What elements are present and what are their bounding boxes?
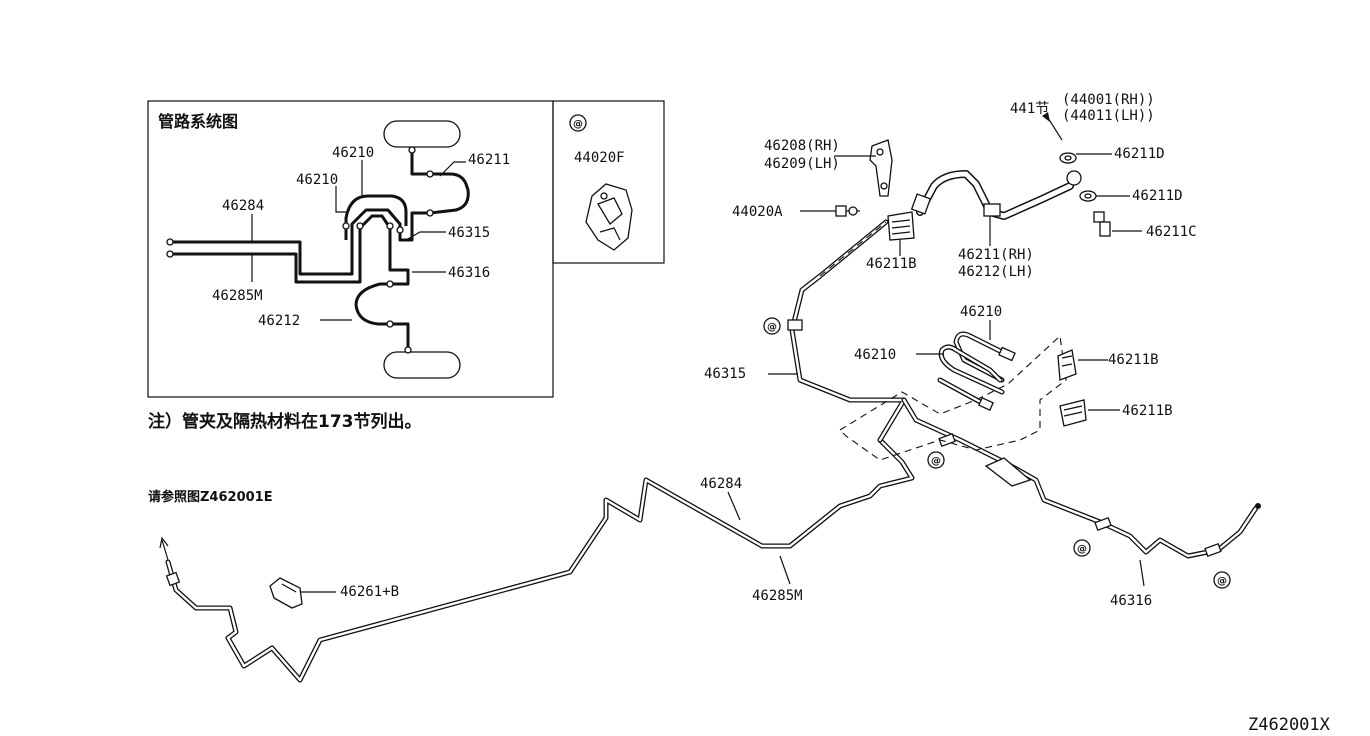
- tube-46210-lower: [937, 344, 1005, 411]
- inset-label-46316: 46316: [448, 265, 490, 281]
- bolt-44020a-icon: [835, 205, 860, 217]
- label-46210-a: 46210: [960, 304, 1002, 320]
- inset-label-46210-b: 46210: [296, 172, 338, 188]
- svg-text:@: @: [767, 322, 777, 333]
- assembly-hint-dashed: [839, 334, 1067, 461]
- label-46211d-2: 46211D: [1132, 188, 1183, 204]
- label-46285m: 46285M: [752, 588, 803, 604]
- label-46210-b: 46210: [854, 347, 896, 363]
- bracket-44020f-icon: [585, 183, 633, 251]
- label-46316: 46316: [1110, 593, 1152, 609]
- main-tube-46316: [901, 397, 1261, 559]
- tube-clip: [787, 319, 803, 331]
- inset-tube-rear: [170, 214, 410, 350]
- bracket-inset: @ 44020F: [552, 100, 665, 264]
- inset-label-46285m: 46285M: [212, 288, 263, 304]
- label-44001: (44001(RH)): [1062, 92, 1155, 108]
- inset-label-46211: 46211: [468, 152, 510, 168]
- svg-text:@: @: [931, 456, 941, 467]
- flexible-hose-46211: [910, 170, 1082, 220]
- bracket-label-44020f: 44020F: [574, 150, 625, 166]
- main-tube-46315: [787, 219, 907, 443]
- inset-tube-bridge: [344, 194, 408, 240]
- label-46211b-r2: 46211B: [1122, 403, 1173, 419]
- refer-text: 请参照图Z462001E: [148, 489, 273, 505]
- note-text: 注）管夹及隔热材料在173节列出。: [148, 411, 422, 432]
- label-44020a: 44020A: [732, 204, 783, 220]
- arrow-441-icon: [1042, 112, 1063, 141]
- inset-label-46315: 46315: [448, 225, 490, 241]
- label-46212-lh: 46212(LH): [958, 264, 1034, 280]
- label-44011: (44011(LH)): [1062, 108, 1155, 124]
- label-46211c: 46211C: [1146, 224, 1197, 240]
- label-46211b-top: 46211B: [866, 256, 917, 272]
- inset-label-46210-a: 46210: [332, 145, 374, 161]
- figure-code: Z462001X: [1248, 715, 1331, 735]
- label-46211d-1: 46211D: [1114, 146, 1165, 162]
- bolt-46211c-icon: [1093, 211, 1111, 237]
- svg-text:@: @: [1217, 576, 1227, 587]
- grommet-46261-icon: [269, 577, 303, 609]
- clip-46211b-r2-icon: [1059, 399, 1087, 427]
- label-46211-rh: 46211(RH): [958, 247, 1034, 263]
- front-drum-icon: [383, 120, 461, 148]
- label-46315: 46315: [704, 366, 746, 382]
- rear-drum-icon: [383, 351, 461, 379]
- inset-label-46284: 46284: [222, 198, 264, 214]
- label-46208: 46208(RH): [764, 138, 840, 154]
- clip-symbol-icon: [569, 114, 587, 132]
- label-46261b: 46261+B: [340, 584, 399, 600]
- inset-fittings: [166, 146, 434, 354]
- bracket-46208-icon: [869, 139, 893, 197]
- svg-text:@: @: [573, 119, 583, 130]
- clip-symbol-icons: @ @ @ @: [763, 317, 1231, 589]
- inset-title: 管路系统图: [158, 112, 238, 131]
- washer-46211d-1-icon: [1059, 152, 1077, 164]
- washer-46211d-2-icon: [1079, 190, 1097, 202]
- label-46284: 46284: [700, 476, 742, 492]
- tube-46210-upper: [953, 331, 1016, 383]
- clip-46211b-r1-icon: [1057, 349, 1077, 381]
- label-46211b-r1: 46211B: [1108, 352, 1159, 368]
- label-46209: 46209(LH): [764, 156, 840, 172]
- piping-system-inset: 管路系统图 46210 46210 46211 46284 46315 4628: [147, 100, 554, 398]
- main-tube-46284: [159, 437, 915, 683]
- inset-tube-front: [170, 150, 470, 276]
- bracket-inset-frame: [552, 100, 665, 264]
- clip-46211b-top-icon: [887, 211, 915, 241]
- inset-label-46212: 46212: [258, 313, 300, 329]
- svg-text:@: @: [1077, 544, 1087, 555]
- label-441: 441节: [1010, 101, 1049, 117]
